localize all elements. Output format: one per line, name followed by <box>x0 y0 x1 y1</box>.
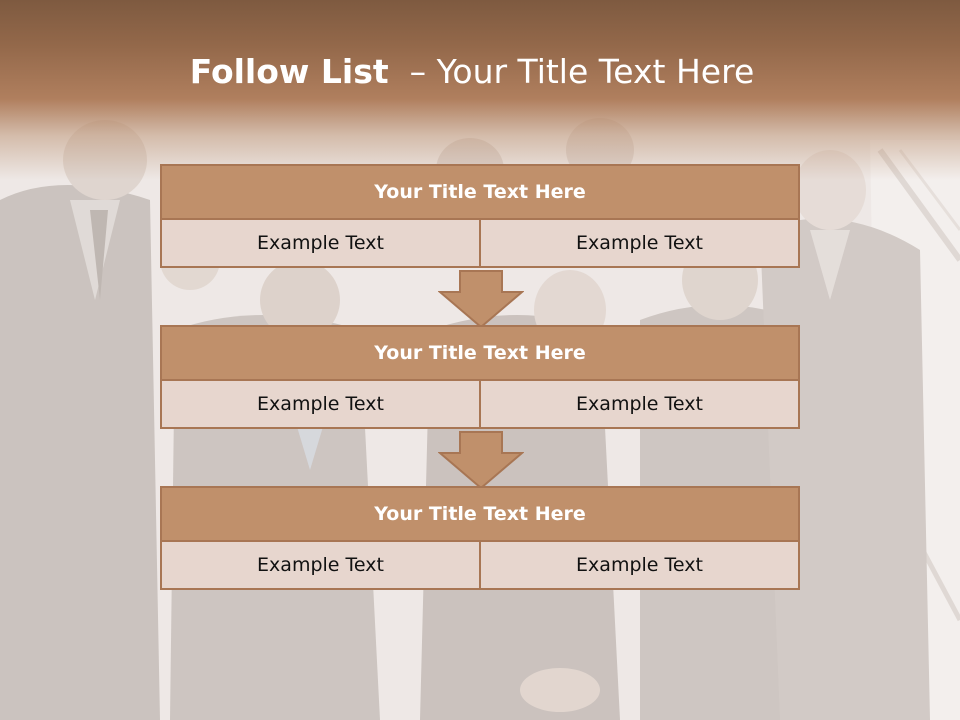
step-box-2: Your Title Text Here Example Text Exampl… <box>160 325 800 429</box>
title-bold: Follow List <box>189 52 389 91</box>
step-box-1: Your Title Text Here Example Text Exampl… <box>160 164 800 268</box>
step-cell-right: Example Text <box>479 381 798 427</box>
slide-title: Follow List – Your Title Text Here <box>0 52 944 91</box>
down-arrow-icon <box>438 431 524 489</box>
step-title: Your Title Text Here <box>160 486 800 542</box>
step-cell-left: Example Text <box>257 232 384 254</box>
step-row: Example Text Example Text <box>160 381 800 429</box>
step-box-3: Your Title Text Here Example Text Exampl… <box>160 486 800 590</box>
step-cell-left: Example Text <box>257 554 384 576</box>
step-title: Your Title Text Here <box>160 325 800 381</box>
down-arrow-icon <box>438 270 524 328</box>
step-cell-right: Example Text <box>479 220 798 266</box>
step-cell-left: Example Text <box>257 393 384 415</box>
header-band <box>0 0 960 180</box>
step-cell-right: Example Text <box>479 542 798 588</box>
step-row: Example Text Example Text <box>160 220 800 268</box>
title-rest: – Your Title Text Here <box>388 52 755 91</box>
step-row: Example Text Example Text <box>160 542 800 590</box>
step-title: Your Title Text Here <box>160 164 800 220</box>
